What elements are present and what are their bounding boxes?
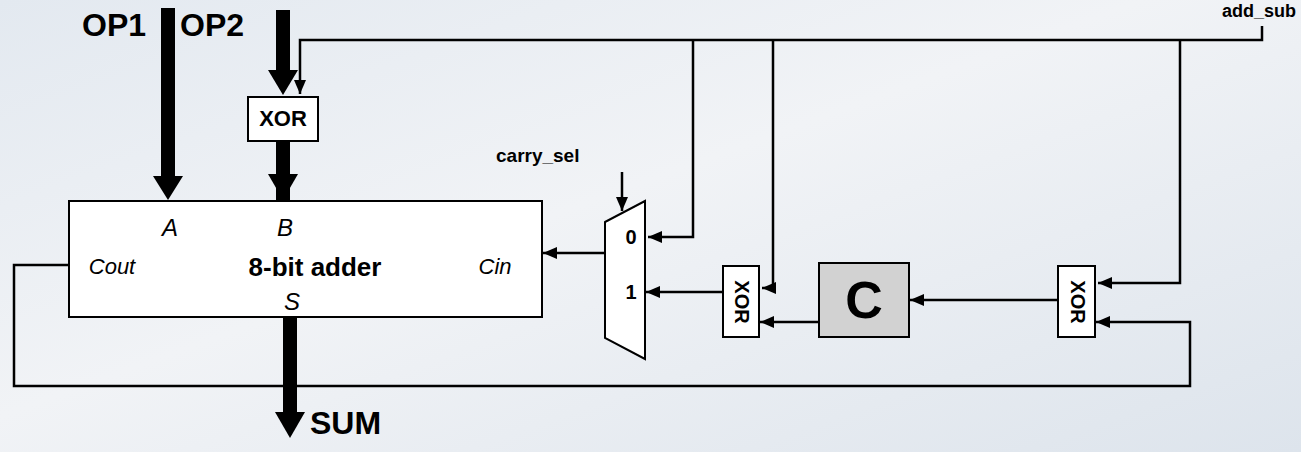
signal-name: add_sub [1222,2,1296,22]
gate-name: XOR [730,280,753,323]
multiplexer: 01 [604,200,646,360]
gate-name: XOR [1065,280,1088,323]
signal-name: carry_sel [496,146,579,167]
select-wire [621,172,624,211]
port-name: B [277,214,293,242]
signal-connector [760,321,818,324]
adder-block: A B Cout 8-bit adder CinS [68,200,543,318]
bus-wire [283,318,297,414]
bus-name: OP2 [180,8,244,43]
bus-wire [276,10,290,72]
control-wire [648,40,693,237]
port-name: S [284,288,300,316]
control-wire [1098,40,1180,283]
bus-arrowhead [153,176,183,200]
bus-arrowhead [275,412,305,438]
control-wire [762,40,773,288]
carry-register: C [818,262,910,338]
port-name: Cin [478,254,511,280]
bus-name: SUM [310,406,381,441]
xor-gate: XOR [722,265,760,338]
bus-arrowhead [268,70,298,95]
block-name: 8-bit adder [249,252,382,283]
mux-input: 1 [625,281,636,304]
signal-connector [276,142,290,200]
xor-gate: XOR [1057,265,1096,338]
bus-wire [161,8,175,178]
signal-connector [910,299,1057,302]
signal-connector [646,291,722,294]
port-name: A [162,214,178,242]
mux-outline [604,200,646,360]
signal-connector [543,252,604,255]
xor-gate: XOR [247,96,319,142]
mux-shape [605,201,645,359]
port-name: Cout [89,254,135,280]
register-name: C [845,270,883,330]
gate-name: XOR [259,106,307,132]
bus-name: OP1 [82,8,146,43]
connector-layer [14,142,1190,386]
mux-input: 0 [625,226,636,249]
control-wire [300,26,1262,94]
